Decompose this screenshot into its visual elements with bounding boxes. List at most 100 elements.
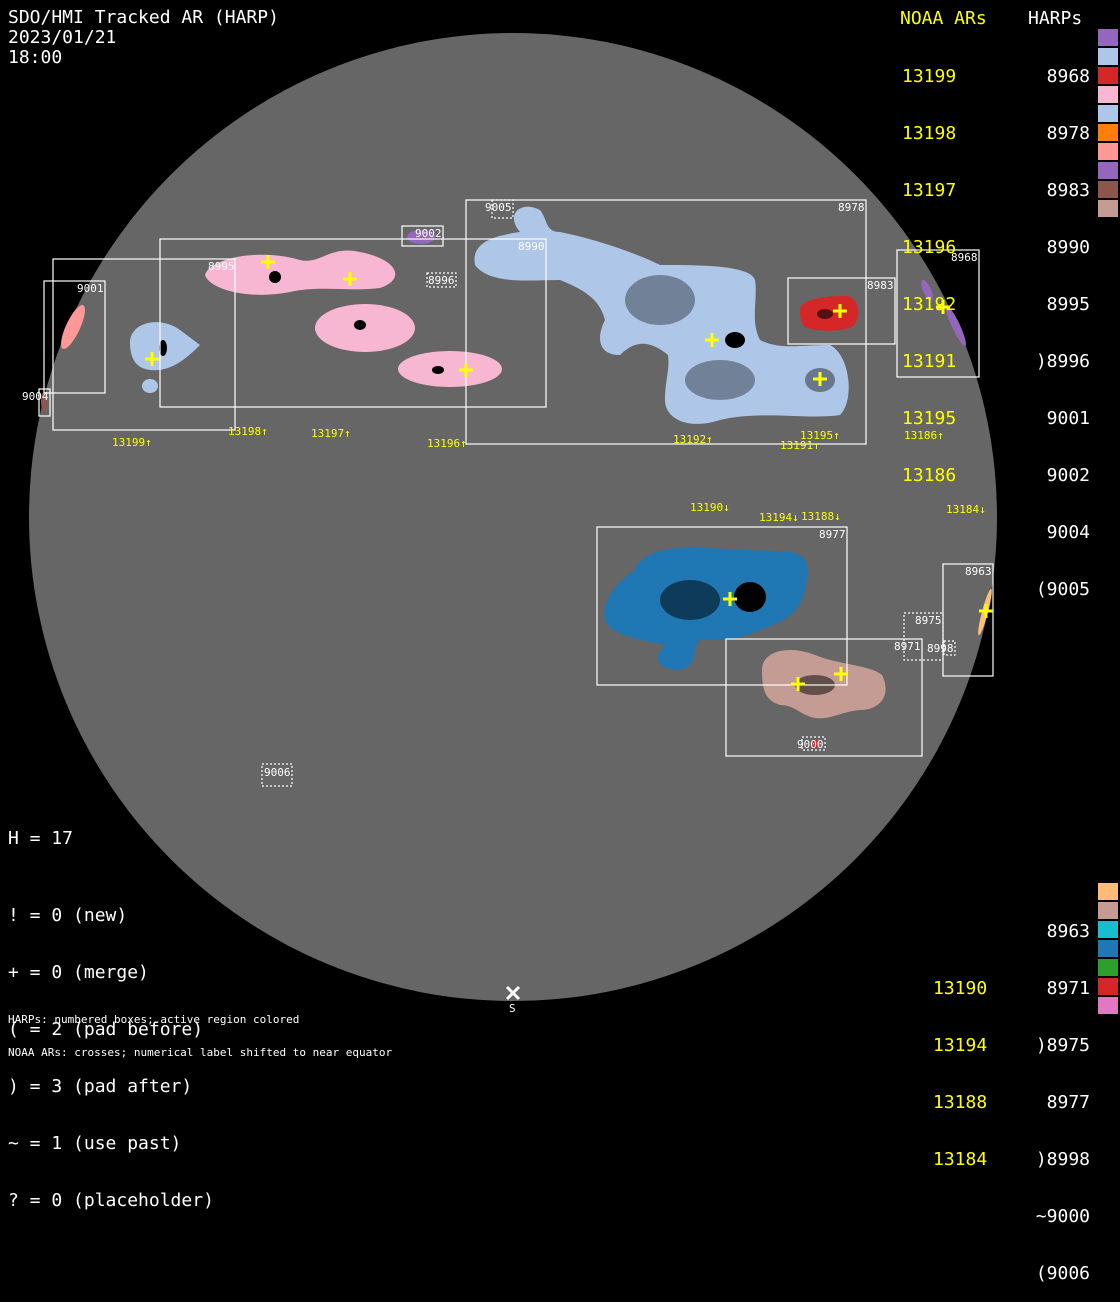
harp-color-swatch <box>1098 959 1118 976</box>
harp-box-8996[interactable] <box>426 272 457 288</box>
noaa-cross-icon <box>459 363 473 377</box>
harp-box-8963[interactable] <box>942 563 994 677</box>
noaa-label: 13188↓ <box>801 510 841 523</box>
noaa-cross-icon <box>833 304 847 318</box>
harp-label: 9005 <box>485 201 512 214</box>
harp-item: )8996 <box>1035 351 1090 372</box>
harp-box-9004[interactable] <box>38 388 51 417</box>
harp-item: (9005 <box>1035 579 1090 600</box>
noaa-label: 13194↓ <box>759 511 799 524</box>
noaa-cross-icon <box>791 677 805 691</box>
stat-line: ! = 0 (new) <box>8 905 128 926</box>
noaa-label: 13198↑ <box>228 425 268 438</box>
noaa-cross-icon <box>979 604 993 618</box>
noaa-label: 13196↑ <box>427 437 467 450</box>
noaa-legend-title: NOAA ARs <box>900 8 987 29</box>
noaa-cross-icon <box>343 272 357 286</box>
harp-label: 8990 <box>518 240 545 253</box>
harp-color-swatch <box>1098 181 1118 198</box>
harp-item: ~9000 <box>1035 1206 1090 1227</box>
noaa-label: 13199↑ <box>112 436 152 449</box>
region-8968-b <box>946 305 966 347</box>
harp-item: 9001 <box>1046 408 1090 429</box>
south-pole-x-icon <box>505 985 521 1001</box>
noaa-label: 13191↑ <box>780 439 820 452</box>
noaa-item: 13188 <box>933 1092 988 1113</box>
noaa-list-top: 13199 13198 13197 13196 13192 13191 1319… <box>902 29 956 504</box>
noaa-item: 13195 <box>902 408 957 429</box>
harp-swatches-top <box>1098 29 1118 219</box>
harp-boxes <box>38 199 994 787</box>
harp-label: 8975 <box>915 614 942 627</box>
noaa-label: 13184↓ <box>946 503 986 516</box>
harp-box-8995[interactable] <box>52 258 236 431</box>
harp-box-9002[interactable] <box>401 225 444 247</box>
noaa-label: 13197↑ <box>311 427 351 440</box>
noaa-cross-icon <box>813 372 827 386</box>
noaa-cross-icon <box>936 300 950 314</box>
harp-label: 9004 <box>22 390 49 403</box>
harp-color-swatch <box>1098 883 1118 900</box>
noaa-crosses <box>145 255 993 691</box>
harp-label: 8977 <box>819 528 846 541</box>
harp-count: H = 17 <box>8 828 74 849</box>
harp-box-8977[interactable] <box>596 526 848 686</box>
harp-color-swatch <box>1098 940 1118 957</box>
active-regions <box>41 206 992 748</box>
harp-color-swatch <box>1098 105 1118 122</box>
harp-box-9006[interactable] <box>261 763 293 787</box>
harp-legend-title: HARPs <box>1028 8 1083 29</box>
harp-color-swatch <box>1098 48 1118 65</box>
harp-label: 8963 <box>965 565 992 578</box>
harp-label: 9001 <box>77 282 104 295</box>
harp-item: 8995 <box>1046 294 1090 315</box>
harp-box-9001[interactable] <box>43 280 106 394</box>
harp-item: 8977 <box>1046 1092 1090 1113</box>
harp-item: 8990 <box>1046 237 1090 258</box>
region-9000 <box>811 740 819 748</box>
noaa-item: 13197 <box>902 180 957 201</box>
date: 2023/01/21 <box>8 27 117 48</box>
harp-label: 9006 <box>264 766 291 779</box>
harp-box-8971[interactable] <box>725 638 923 757</box>
harp-color-swatch <box>1098 86 1118 103</box>
harp-color-swatch <box>1098 143 1118 160</box>
noaa-list-bottom: 13190 13194 13188 13184 <box>933 941 987 1188</box>
harp-box-9005[interactable] <box>491 199 514 219</box>
region-8995-b <box>142 379 158 393</box>
stat-line: ) = 3 (pad after) <box>8 1076 193 1097</box>
noaa-cross-icon <box>834 667 848 681</box>
harp-label: 8996 <box>428 274 455 287</box>
harp-box-8975[interactable] <box>903 612 944 661</box>
noaa-labels: 13199↑ 13198↑ 13197↑ 13196↑ 13192↑ 13195… <box>112 425 986 524</box>
harp-box-8978[interactable] <box>465 199 867 445</box>
stat-line: ? = 0 (placeholder) <box>8 1190 214 1211</box>
footer-line: NOAA ARs: crosses; numerical label shift… <box>8 1046 393 1059</box>
sunspots <box>159 271 835 695</box>
harp-box-8983[interactable] <box>787 277 896 345</box>
harp-label: 8978 <box>838 201 865 214</box>
harp-box-labels: 9001 9004 8995 8990 9002 8996 9005 8978 … <box>22 201 992 779</box>
harp-label: 8971 <box>894 640 921 653</box>
harp-color-swatch <box>1098 978 1118 995</box>
harp-box-9000[interactable] <box>801 736 826 751</box>
harp-list-bottom: 8963 8971 )8975 8977 )8998 ~9000 (9006 <box>1036 884 1090 1302</box>
noaa-label: 13195↑ <box>800 429 840 442</box>
region-9004 <box>41 392 47 412</box>
noaa-item: 13199 <box>902 66 957 87</box>
harp-item: (9006 <box>1035 1263 1090 1284</box>
harp-box-8990[interactable] <box>159 238 547 408</box>
stat-line: ~ = 1 (use past) <box>8 1133 182 1154</box>
noaa-cross-icon <box>705 333 719 347</box>
noaa-item: 13192 <box>902 294 957 315</box>
noaa-item: 13190 <box>933 978 988 999</box>
region-8990-b <box>315 304 415 352</box>
harp-box-8998[interactable] <box>943 640 956 656</box>
harp-item: 8971 <box>1046 978 1090 999</box>
harp-box-8968[interactable] <box>896 249 980 378</box>
harp-label: 9000 <box>797 738 824 751</box>
harp-item: )8998 <box>1035 1149 1090 1170</box>
region-9001 <box>61 305 85 349</box>
noaa-cross-icon <box>723 592 737 606</box>
stat-line: + = 0 (merge) <box>8 962 149 983</box>
